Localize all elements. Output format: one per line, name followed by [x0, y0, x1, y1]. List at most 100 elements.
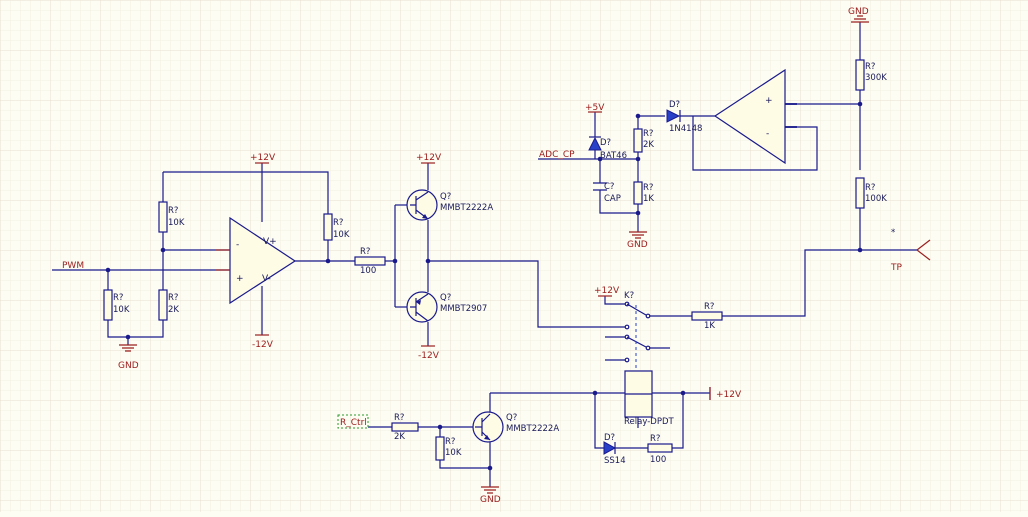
svg-text:100: 100 — [360, 266, 376, 276]
power-12v-transistor: +12V — [416, 153, 442, 164]
capacitor-c[interactable]: C? CAP — [593, 182, 621, 204]
svg-text:+12V: +12V — [594, 286, 620, 296]
svg-text:+12V: +12V — [416, 153, 442, 163]
svg-text:R?: R? — [333, 218, 343, 228]
ground-top-icon: GND — [848, 7, 869, 23]
relay-label: Relay-DPDT — [624, 417, 674, 427]
net-label-pwm: PWM — [62, 261, 84, 271]
opamp-right-minus-pin: - — [766, 129, 769, 139]
svg-text:GND: GND — [627, 240, 648, 250]
svg-text:10K: 10K — [168, 218, 185, 228]
svg-text:R?: R? — [360, 247, 370, 257]
svg-text:D?: D? — [669, 100, 680, 110]
diode-bat46[interactable]: D? BAT46 — [588, 136, 627, 161]
resistor-r-pd-10k: R?10K — [435, 436, 462, 461]
opamp-right[interactable]: + - — [713, 68, 786, 165]
relay-dpdt[interactable]: Relay-DPDT K? — [624, 291, 674, 427]
ground-divider-icon: GND — [627, 231, 648, 250]
svg-text:CAP: CAP — [604, 194, 621, 204]
svg-text:300K: 300K — [865, 73, 887, 83]
svg-text:R?: R? — [445, 437, 455, 447]
resistor-r-led-100: R? 100 — [647, 434, 673, 465]
net-label-tp: TP — [890, 263, 902, 273]
svg-text:-12V: -12V — [418, 351, 440, 361]
svg-text:R?: R? — [865, 183, 875, 193]
svg-text:Q?: Q? — [440, 293, 451, 303]
transistor-q-relay-driver[interactable]: Q? MMBT2222A — [472, 411, 559, 443]
svg-text:D?: D? — [604, 433, 615, 443]
svg-text:R?: R? — [643, 183, 653, 193]
svg-text:MMBT2222A: MMBT2222A — [506, 424, 559, 434]
opamp-left-vminus-pin: V- — [262, 274, 271, 284]
opamp-right-plus-pin: + — [765, 96, 773, 106]
net-label-adc-cp: ADC_CP — [539, 150, 575, 160]
resistor-r-fb-10k: R? 10K — [158, 201, 185, 233]
svg-text:100: 100 — [650, 455, 666, 465]
resistor-r-pwm-10k: R? 10K — [103, 289, 130, 321]
power-minus12v-transistor: -12V — [418, 345, 440, 361]
svg-text:+5V: +5V — [585, 103, 605, 113]
opamp-left[interactable]: - + V+ V- — [215, 216, 297, 305]
power-5v: +5V — [585, 103, 605, 113]
svg-text:100K: 100K — [865, 194, 887, 204]
resistor-r-div-2k: R?2K — [633, 128, 654, 153]
svg-text:2K: 2K — [168, 305, 179, 315]
transistor-q-npn-upper[interactable]: Q? MMBT2222A — [406, 189, 493, 221]
net-label-r-ctrl: R_Ctrl — [340, 418, 367, 428]
svg-text:BAT46: BAT46 — [600, 151, 627, 161]
svg-text:10K: 10K — [333, 230, 350, 240]
tp-connector-icon — [916, 239, 931, 261]
svg-text:1K: 1K — [704, 321, 715, 331]
power-12v-relay-coil: +12V — [709, 387, 742, 400]
opamp-left-minus-pin: - — [236, 240, 239, 250]
ground-driver-icon: GND — [480, 486, 501, 505]
svg-text:+12V: +12V — [250, 153, 276, 163]
svg-text:MMBT2907: MMBT2907 — [440, 304, 487, 314]
transistor-q-pnp-lower[interactable]: Q? MMBT2907 — [406, 291, 487, 323]
svg-text:GND: GND — [118, 361, 139, 371]
ground-pwm-icon: GND — [118, 344, 139, 371]
svg-text:GND: GND — [480, 495, 501, 505]
svg-text:10K: 10K — [445, 448, 462, 458]
svg-text:R?: R? — [704, 302, 714, 312]
opamp-left-plus-pin: + — [236, 274, 244, 284]
svg-text:R?: R? — [865, 62, 875, 72]
svg-text:C?: C? — [604, 182, 614, 192]
power-12v-opamp: +12V — [250, 153, 276, 164]
svg-text:D?: D? — [600, 138, 611, 148]
svg-text:MMBT2222A: MMBT2222A — [440, 203, 493, 213]
resistor-r-ctrl-2k: R? 2K — [391, 413, 419, 442]
resistor-r-div-1k: R?1K — [633, 181, 654, 205]
resistor-r-base-100: R? 100 — [354, 247, 386, 276]
svg-text:R?: R? — [643, 129, 653, 139]
tp-marker: * — [891, 228, 895, 238]
svg-text:R?: R? — [394, 413, 404, 423]
svg-text:2K: 2K — [394, 432, 405, 442]
opamp-left-vplus-pin: V+ — [263, 237, 277, 247]
svg-text:+12V: +12V — [716, 390, 742, 400]
resistor-r-top-300k: R?300K — [855, 59, 887, 91]
svg-text:2K: 2K — [643, 140, 654, 150]
diode-ss14[interactable]: D? SS14 — [603, 433, 626, 466]
svg-text:R?: R? — [650, 434, 660, 444]
resistor-r-out-10k: R? 10K — [323, 213, 350, 241]
relay-ref: K? — [624, 291, 634, 301]
power-12v-relay-switch: +12V — [594, 286, 620, 297]
svg-text:10K: 10K — [113, 305, 130, 315]
svg-text:GND: GND — [848, 7, 869, 17]
svg-text:R?: R? — [168, 206, 178, 216]
resistor-r-mid-100k: R?100K — [855, 177, 887, 209]
svg-text:SS14: SS14 — [604, 456, 626, 466]
svg-text:R?: R? — [113, 293, 123, 303]
svg-text:Q?: Q? — [440, 192, 451, 202]
resistor-r-relay-1k: R? 1K — [691, 302, 723, 331]
resistor-r-pwm-2k: R? 2K — [158, 289, 179, 321]
svg-text:R?: R? — [168, 293, 178, 303]
diode-1n4148[interactable]: D? 1N4148 — [666, 100, 702, 134]
svg-text:-12V: -12V — [252, 340, 274, 350]
svg-text:1K: 1K — [643, 194, 654, 204]
power-minus12v-opamp: -12V — [252, 334, 274, 350]
svg-text:Q?: Q? — [506, 413, 517, 423]
svg-text:1N4148: 1N4148 — [669, 124, 702, 134]
